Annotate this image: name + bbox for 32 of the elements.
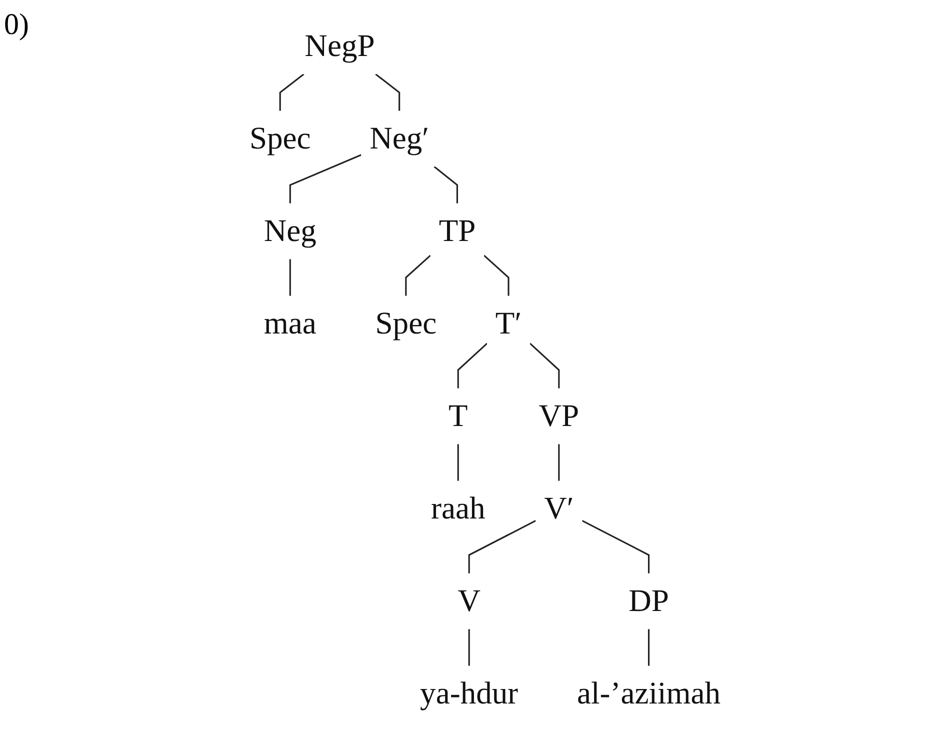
- node-text: DP: [628, 584, 669, 619]
- connector: [279, 74, 304, 111]
- node-text: V: [458, 584, 480, 619]
- connector: [457, 444, 459, 481]
- connector: [558, 444, 560, 481]
- node-text: Neg′: [370, 121, 430, 156]
- node-text: ya-hdur: [420, 676, 518, 712]
- connector: [434, 166, 458, 204]
- node-text: V′: [544, 491, 574, 526]
- node-text: NegP: [304, 28, 375, 64]
- connector: [582, 520, 650, 574]
- node-text: Neg: [264, 214, 316, 249]
- example-number: 0): [4, 8, 29, 42]
- node-text: Spec: [249, 121, 311, 156]
- connector: [529, 342, 560, 388]
- node-text: T: [448, 398, 468, 434]
- connector: [289, 154, 362, 204]
- node-text: raah: [430, 491, 486, 526]
- connector: [648, 629, 650, 666]
- connector: [405, 254, 431, 296]
- connector: [289, 259, 291, 296]
- connector: [468, 629, 470, 666]
- node-text: T′: [495, 306, 522, 342]
- node-text: maa: [264, 306, 316, 342]
- connector: [457, 342, 488, 388]
- node-text: Spec: [375, 306, 437, 342]
- node-text: VP: [538, 398, 580, 434]
- connector: [468, 520, 536, 574]
- node-text: al-’aziimah: [576, 676, 721, 712]
- node-text: TP: [438, 214, 476, 249]
- connector: [484, 254, 510, 296]
- connector: [375, 74, 400, 111]
